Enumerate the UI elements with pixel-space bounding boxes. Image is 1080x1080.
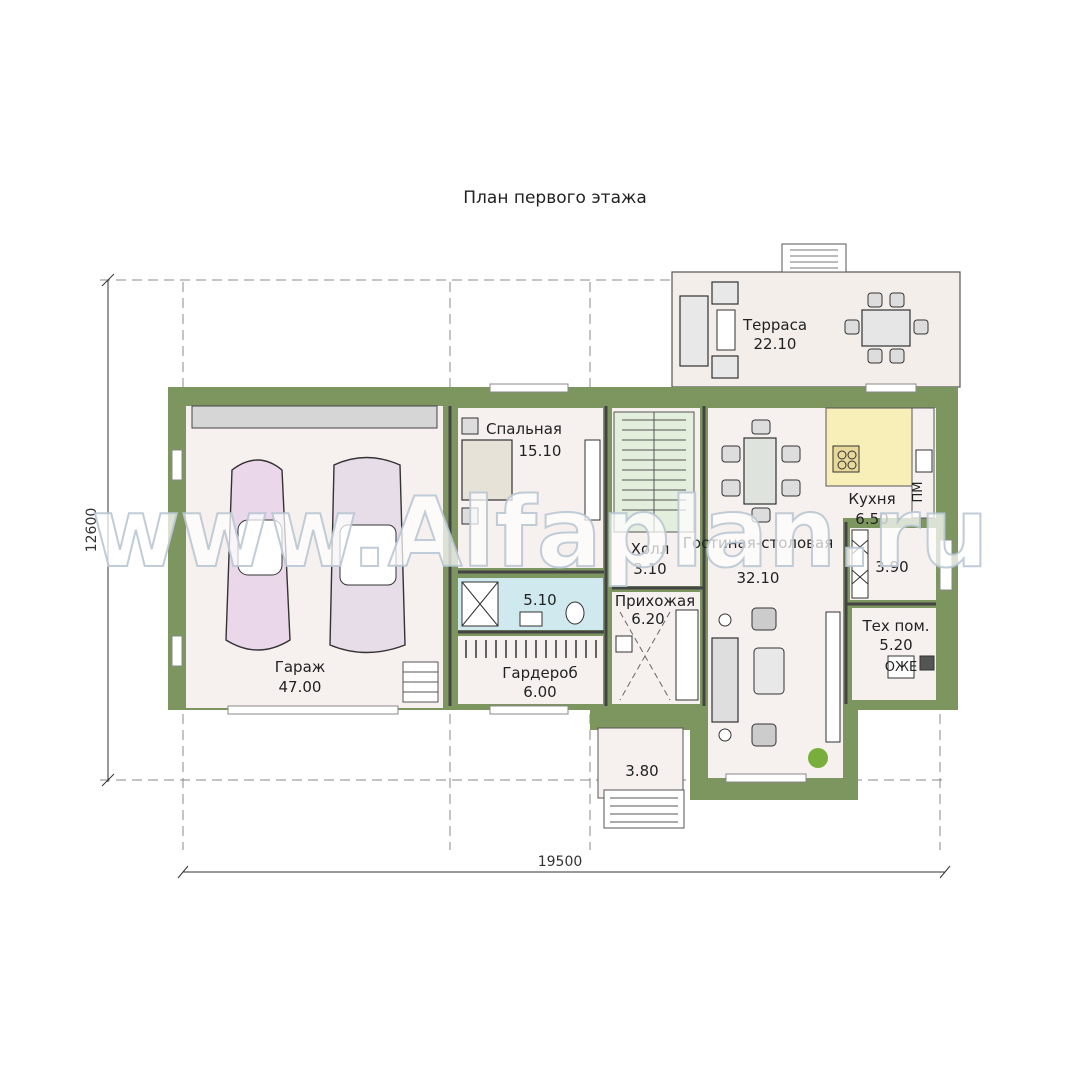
garage-area: 47.00	[279, 678, 322, 696]
windows	[171, 383, 953, 783]
pantry-area: 3.90	[875, 558, 908, 576]
living-furniture	[711, 607, 841, 768]
wardrobe-area: 6.00	[523, 683, 556, 701]
entry-closet	[615, 609, 699, 701]
dimension-height: 12600	[84, 508, 100, 553]
terrace	[671, 243, 961, 388]
bedroom-furniture	[461, 417, 601, 525]
entry-name: Прихожая	[615, 592, 695, 610]
bedroom-name: Спальная	[486, 420, 562, 438]
bathroom-fixtures	[461, 581, 585, 627]
living-area: 32.10	[737, 569, 780, 587]
kitchen-area: 6.50	[855, 510, 888, 528]
bathroom-area: 5.10	[523, 591, 556, 609]
porch-area: 3.80	[625, 762, 658, 780]
dishwasher-label: ПМ	[911, 482, 926, 503]
pantry-shelves	[851, 529, 869, 599]
dimension-width: 19500	[538, 854, 583, 870]
kitchen-fixtures	[832, 445, 933, 473]
wardrobe-name: Гардероб	[502, 664, 577, 682]
wardrobe-rails	[465, 640, 597, 658]
living-name: Гостиная-столовая	[683, 534, 833, 552]
entry-area: 6.20	[631, 610, 664, 628]
boiler-label: ОЖЕ	[885, 660, 917, 675]
terrace-name: Терраса	[742, 316, 807, 334]
room-floors	[186, 405, 936, 799]
plan-title: План первого этажа	[463, 188, 647, 208]
watermark: www.Alfaplan.ru	[91, 477, 988, 589]
dining-set	[721, 419, 801, 523]
tech-room-equipment	[887, 655, 935, 679]
staircase	[613, 411, 695, 533]
garage-name: Гараж	[275, 658, 326, 676]
terrace-area: 22.10	[754, 335, 797, 353]
interior-walls	[448, 406, 936, 706]
porch-steps	[603, 789, 685, 829]
kitchen-name: Кухня	[848, 490, 895, 508]
garage-cars	[225, 456, 439, 703]
hall-name: Холл	[631, 540, 670, 558]
bedroom-area: 15.10	[519, 442, 562, 460]
dimension-lines	[101, 273, 951, 879]
hall-area: 3.10	[633, 560, 666, 578]
tech-name: Тех пом.	[861, 617, 929, 635]
tech-area: 5.20	[879, 636, 912, 654]
